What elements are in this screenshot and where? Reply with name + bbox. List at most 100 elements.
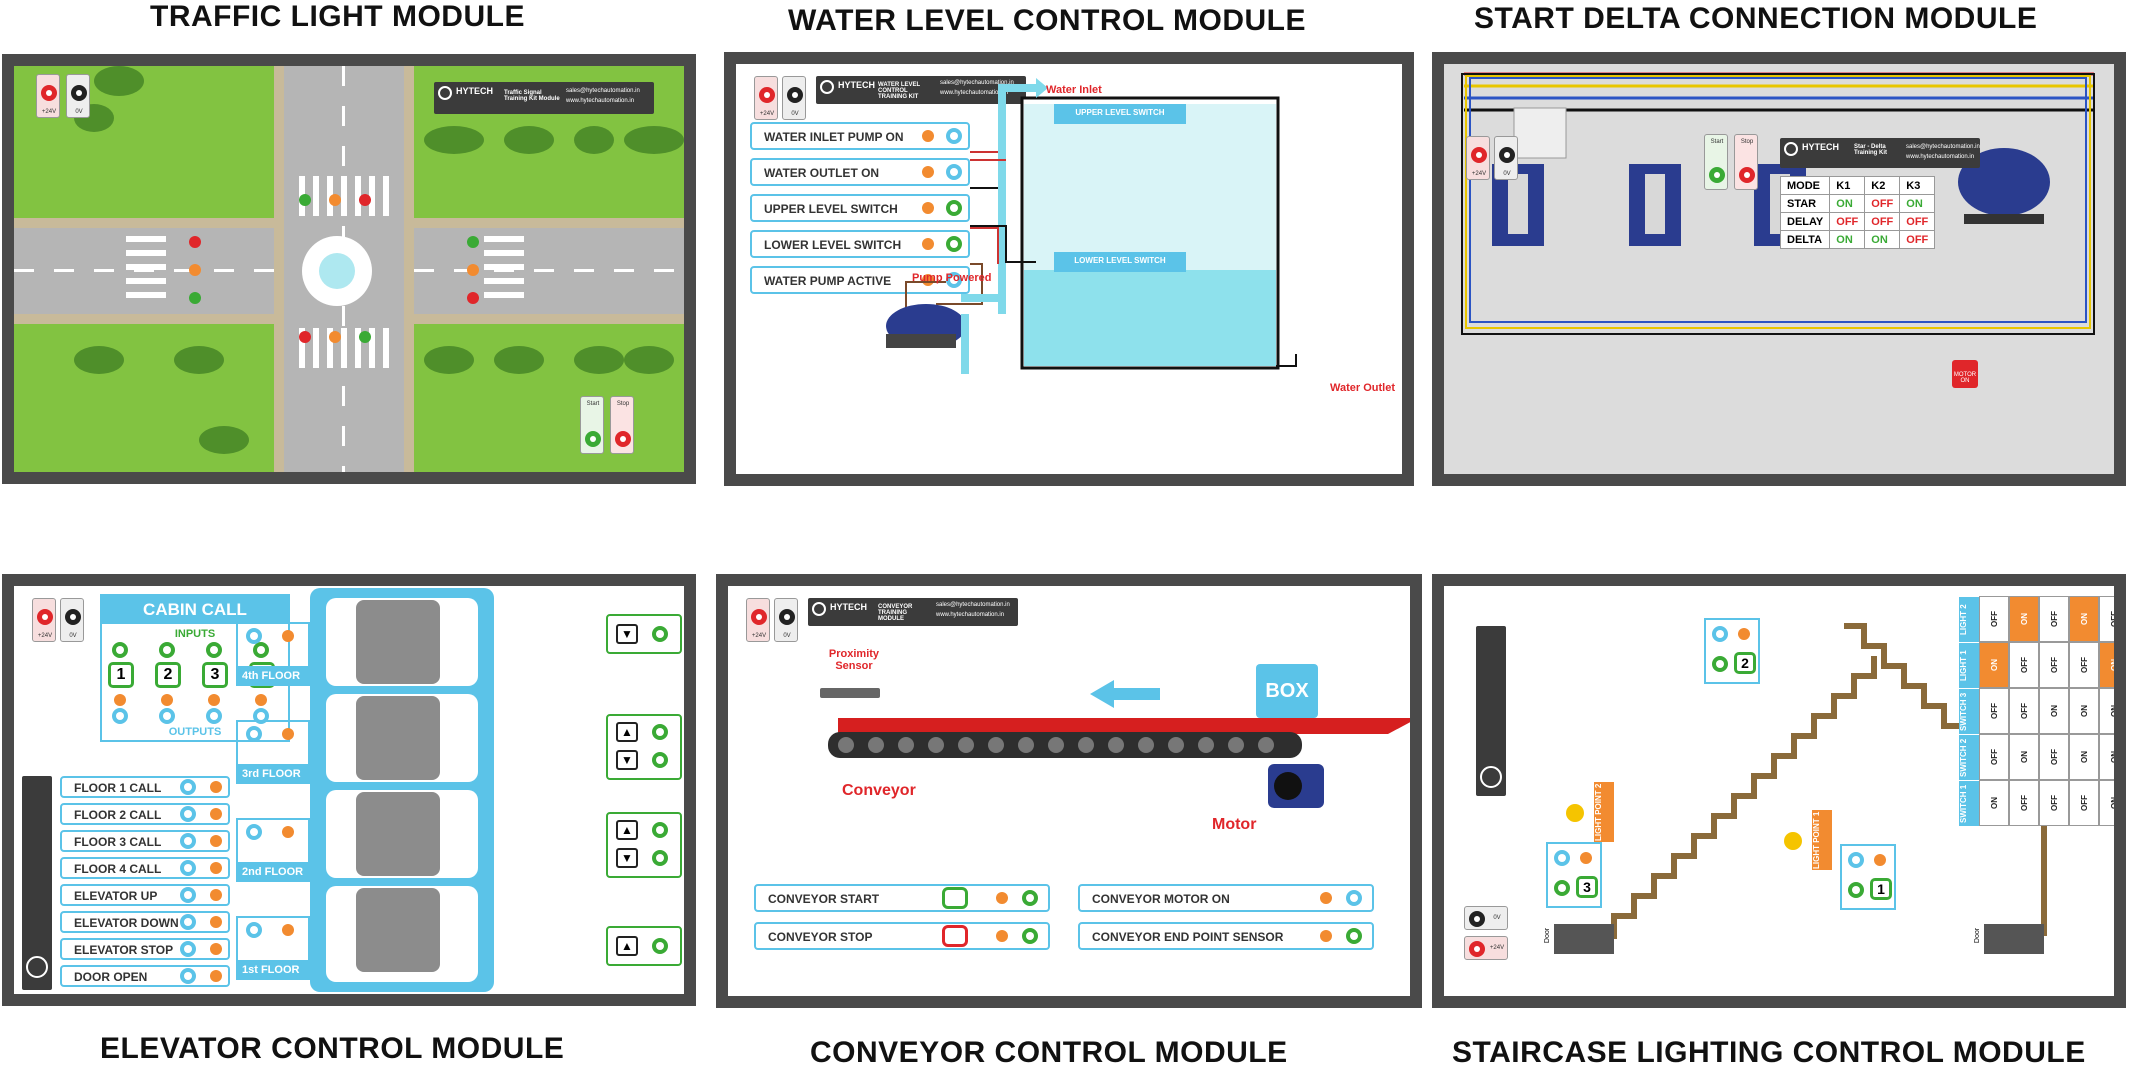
elevator-row: FLOOR 4 CALL [60,857,230,879]
table-cell: ON [2099,642,2114,688]
star-delta-stop-button[interactable]: Stop [1734,134,1758,190]
call-terminal[interactable] [652,822,668,838]
call-panel-4: ▼ [606,614,682,654]
zero-v-terminal[interactable]: 0V [1494,136,1518,180]
water-terminal[interactable] [946,164,962,180]
up-arrow-icon[interactable]: ▲ [616,820,638,840]
up-arrow-icon[interactable]: ▲ [616,936,638,956]
switch-terminal[interactable] [1848,882,1864,898]
elevator-terminal[interactable] [180,779,196,795]
plus24v-terminal[interactable]: +24V [1464,936,1508,960]
zero-v-terminal[interactable]: 0V [774,598,798,642]
elevator-row: FLOOR 3 CALL [60,830,230,852]
water-brand: HYTECH WATER LEVEL CONTROL TRAINING KIT … [816,76,1026,104]
zero-v-terminal[interactable]: 0V [60,598,84,642]
switch-terminal[interactable] [1712,626,1728,642]
light-point-1-label: LIGHT POINT 1 [1812,810,1832,870]
switch-terminal[interactable] [1554,880,1570,896]
call-terminal[interactable] [652,626,668,642]
conveyor-label: Conveyor [842,782,916,799]
input-terminal[interactable] [253,642,269,658]
water-terminal[interactable] [946,200,962,216]
title-traffic: TRAFFIC LIGHT MODULE [150,0,525,33]
star-delta-start-button[interactable]: Start [1704,134,1728,190]
cabin-button-3[interactable]: 3 [202,662,228,688]
conveyor-row-end-sensor: CONVEYOR END POINT SENSOR [1078,922,1374,950]
cabin-call-title: CABIN CALL [102,596,288,624]
hytech-logo-icon [438,86,452,100]
plus24v-terminal[interactable]: +24V [32,598,56,642]
up-arrow-icon[interactable]: ▲ [616,722,638,742]
table-cell: ON [1979,642,2009,688]
elevator-terminal[interactable] [180,941,196,957]
switch-2-button[interactable]: 2 [1734,652,1756,674]
elevator-terminal[interactable] [180,914,196,930]
floor-terminal[interactable] [246,824,262,840]
switch-1-button[interactable]: 1 [1870,878,1892,900]
hytech-logo-icon [1480,766,1502,788]
plus24v-terminal[interactable]: +24V [36,74,60,118]
elevator-terminal[interactable] [180,968,196,984]
zero-v-terminal[interactable]: 0V [66,74,90,118]
cabin-button-1[interactable]: 1 [108,662,134,688]
conveyor-terminal[interactable] [1022,928,1038,944]
table-cell: ON [2099,734,2114,780]
upper-level-switch-label: UPPER LEVEL SWITCH [1075,108,1165,117]
cabin-button-2[interactable]: 2 [155,662,181,688]
water-terminal[interactable] [946,128,962,144]
switch-terminal[interactable] [1712,656,1728,672]
elevator-row: FLOOR 2 CALL [60,803,230,825]
table-cell: ON [2099,688,2114,734]
call-panel-3: ▲ ▼ [606,714,682,780]
water-row-inlet-pump: WATER INLET PUMP ON [750,122,970,150]
input-terminal[interactable] [112,642,128,658]
call-terminal[interactable] [652,938,668,954]
water-terminal[interactable] [946,272,962,288]
switch-terminal[interactable] [1554,850,1570,866]
elevator-terminal[interactable] [180,887,196,903]
down-arrow-icon[interactable]: ▼ [616,750,638,770]
stop-button[interactable] [942,925,968,947]
table-cell: OFF [1979,596,2009,642]
input-terminal[interactable] [206,642,222,658]
conveyor-terminal[interactable] [1022,890,1038,906]
plus24v-terminal[interactable]: +24V [746,598,770,642]
elevator-terminal[interactable] [180,833,196,849]
down-arrow-icon[interactable]: ▼ [616,624,638,644]
call-terminal[interactable] [652,752,668,768]
conveyor-terminal[interactable] [1346,928,1362,944]
down-arrow-icon[interactable]: ▼ [616,848,638,868]
plus24v-terminal[interactable]: +24V [1466,136,1490,180]
traffic-stop-button[interactable]: Stop [610,396,634,454]
start-button[interactable] [942,887,968,909]
traffic-start-button[interactable]: Start [580,396,604,454]
crosswalk-left [126,236,166,306]
tree [74,346,124,374]
floor-4-box [236,622,310,668]
elevator-car [356,696,440,780]
floor-terminal[interactable] [246,726,262,742]
output-terminal[interactable] [206,708,222,724]
zero-v-terminal[interactable]: 0V [782,76,806,120]
plus24v-terminal[interactable]: +24V [754,76,778,120]
zero-v-terminal[interactable]: 0V [1464,906,1508,930]
elevator-terminal[interactable] [180,806,196,822]
elevator-terminal[interactable] [180,860,196,876]
input-terminal[interactable] [159,642,175,658]
call-terminal[interactable] [652,724,668,740]
switch-terminal[interactable] [1848,852,1864,868]
door-label: Door [1974,927,1982,944]
switch-3-button[interactable]: 3 [1576,876,1598,898]
output-terminal[interactable] [159,708,175,724]
call-terminal[interactable] [652,850,668,866]
star-delta-wiring [1461,72,2095,335]
output-terminal[interactable] [112,708,128,724]
conveyor-terminal[interactable] [1346,890,1362,906]
water-terminal[interactable] [946,236,962,252]
floor-2-label: 2nd FLOOR [236,864,320,882]
floor-terminal[interactable] [246,628,262,644]
lower-level-switch-label: LOWER LEVEL SWITCH [1074,256,1166,265]
table-cell: OFF [2069,642,2099,688]
floor-terminal[interactable] [246,922,262,938]
table-cell: ON [2009,734,2039,780]
